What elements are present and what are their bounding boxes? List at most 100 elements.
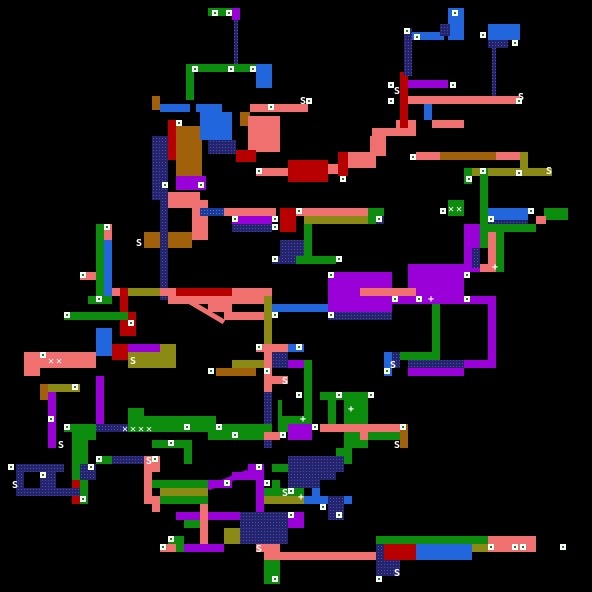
map-room (256, 464, 264, 512)
map-room (232, 8, 240, 20)
map-door-core (258, 346, 260, 348)
map-door-core (234, 434, 236, 436)
map-door-core (406, 30, 408, 32)
map-room (112, 344, 128, 360)
map-door-core (530, 210, 532, 212)
map-marker-save: S (58, 440, 64, 451)
map-room (296, 256, 336, 264)
map-marker-save: S (394, 568, 400, 579)
map-door-core (42, 354, 44, 356)
map-room (412, 32, 444, 40)
map-room (160, 488, 208, 496)
map-room (488, 232, 496, 272)
map-room (236, 150, 256, 162)
map-door-core (266, 370, 268, 372)
map-room (184, 440, 192, 464)
map-room (360, 288, 416, 296)
map-door-core (342, 178, 344, 180)
map-room (472, 544, 488, 552)
map-room (328, 312, 392, 320)
map-door-core (452, 84, 454, 86)
map-room (288, 456, 336, 480)
map-door-core (412, 156, 414, 158)
map-room (536, 216, 546, 224)
map-room (320, 392, 368, 400)
map-room (288, 160, 328, 182)
map-room (208, 8, 240, 16)
map-room (424, 104, 432, 120)
map-marker-save: S (300, 96, 306, 107)
map-marker-boss: ✕ (456, 204, 462, 215)
map-marker-save: S (146, 456, 152, 467)
map-room (80, 272, 96, 280)
map-marker-save: S (390, 360, 396, 371)
map-door-core (170, 442, 172, 444)
map-room (304, 224, 312, 264)
map-room (384, 352, 392, 376)
map-door-core (490, 218, 492, 220)
map-room (224, 208, 276, 216)
map-room (184, 544, 224, 552)
map-room (168, 120, 176, 160)
map-room (392, 352, 400, 368)
map-room (544, 208, 568, 220)
map-room (208, 140, 236, 154)
map-room (448, 200, 464, 216)
map-room (160, 200, 168, 300)
map-room (370, 136, 386, 156)
map-room (408, 96, 520, 104)
map-room (240, 512, 288, 544)
map-room (232, 472, 256, 480)
map-room (186, 64, 194, 100)
map-door-core (274, 258, 276, 260)
map-marker-save: S (282, 488, 288, 499)
map-door-core (170, 538, 172, 540)
map-room (232, 216, 272, 224)
map-room (234, 20, 238, 70)
map-door-core (66, 314, 68, 316)
map-door-core (228, 12, 230, 14)
map-room (96, 424, 136, 432)
map-room (264, 296, 272, 344)
map-door-core (522, 546, 524, 548)
map-room (176, 288, 232, 296)
map-room (96, 328, 112, 356)
map-room (160, 104, 190, 112)
map-room (128, 408, 144, 432)
map-room (224, 312, 264, 320)
map-door-core (330, 314, 332, 316)
map-room (328, 164, 342, 174)
map-room (256, 64, 272, 88)
map-marker-save: S (394, 440, 400, 451)
map-room (256, 344, 304, 352)
map-room (232, 360, 280, 368)
map-door-core (308, 100, 310, 102)
map-room (440, 152, 496, 160)
map-door-core (394, 298, 396, 300)
map-room (384, 560, 400, 576)
map-door-core (402, 426, 404, 428)
map-room (376, 536, 384, 576)
map-room (288, 360, 304, 368)
map-door-core (218, 426, 220, 428)
map-room (432, 304, 440, 360)
map-room (160, 344, 176, 368)
map-door-core (416, 36, 418, 38)
map-room (152, 480, 208, 488)
map-marker-save: S (12, 480, 18, 491)
map-room (404, 28, 412, 76)
map-door-core (370, 394, 372, 396)
map-room (344, 496, 352, 504)
map-room (40, 384, 48, 400)
map-room (252, 104, 308, 112)
map-door-core (258, 466, 260, 468)
map-door-core (82, 274, 84, 276)
room-layer (16, 8, 568, 584)
map-door-core (266, 482, 268, 484)
map-room (184, 520, 208, 528)
map-room (160, 496, 200, 504)
map-marker-boss: ✕ (146, 424, 152, 435)
map-door-core (214, 12, 216, 14)
map-door-core (270, 106, 272, 108)
